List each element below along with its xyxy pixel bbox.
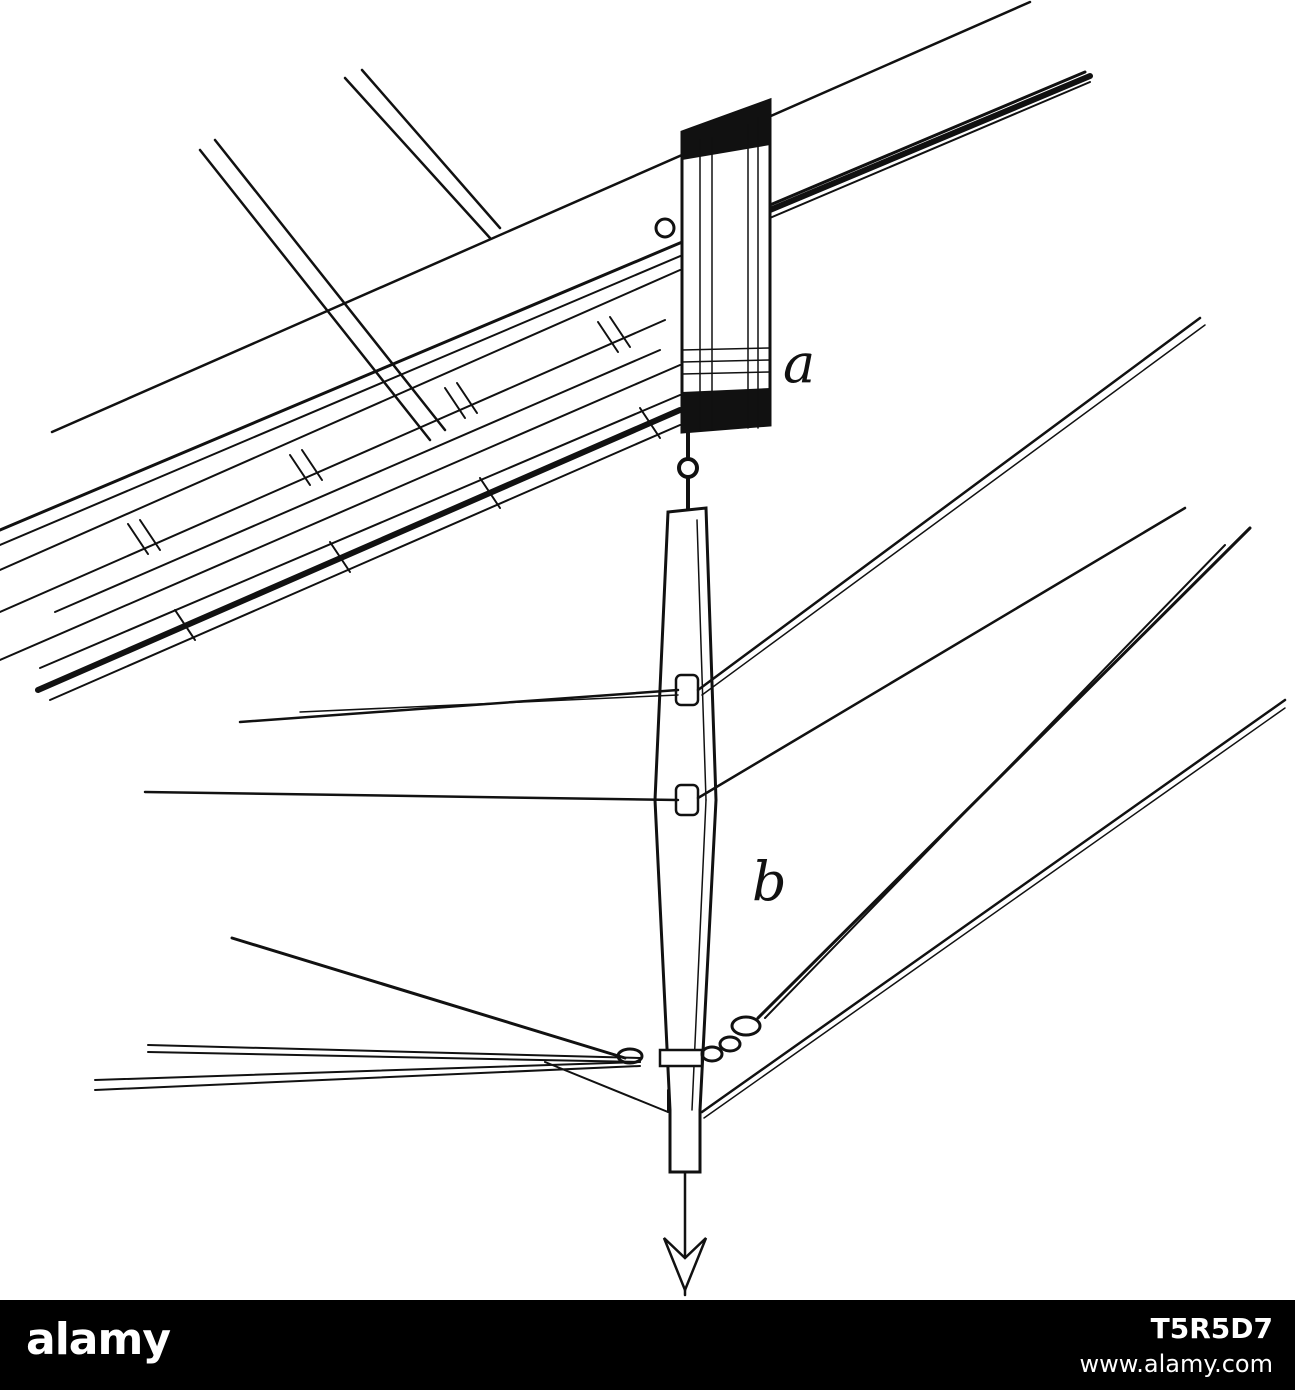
site-url: www.alamy.com xyxy=(1079,1350,1273,1378)
block-a xyxy=(654,97,772,434)
brand-logo: alamy xyxy=(26,1314,171,1365)
label-a: a xyxy=(783,332,815,395)
image-id: T5R5D7 xyxy=(1150,1312,1273,1345)
engraving: a b xyxy=(0,0,1287,1297)
label-b: b xyxy=(752,850,787,913)
yard-stanchions xyxy=(127,316,661,641)
braces xyxy=(198,68,502,442)
shackle xyxy=(677,430,699,510)
yard xyxy=(0,0,1093,701)
crane-b xyxy=(653,506,718,1174)
rigging-diagram: a b xyxy=(0,0,1287,1297)
chain xyxy=(616,1015,762,1065)
ropes xyxy=(94,316,1287,1119)
footer-meta: T5R5D7 www.alamy.com xyxy=(1080,1310,1273,1380)
watermark-footer: alamy T5R5D7 www.alamy.com xyxy=(0,1300,1295,1390)
force-arrow xyxy=(662,1170,708,1297)
